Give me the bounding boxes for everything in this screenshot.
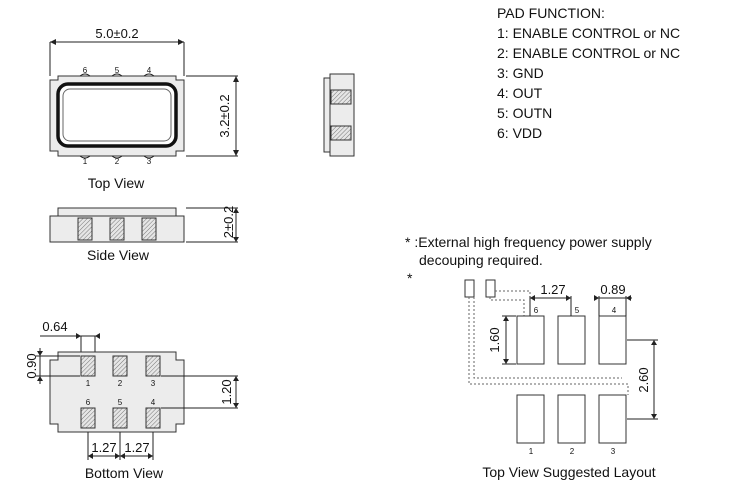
bottom-pad-spacing-dim: 1.20 [219, 379, 234, 404]
decoupling-note: * :External high frequency power supply … [405, 234, 652, 286]
bottom-pad-width-dim: 0.64 [42, 319, 67, 334]
layout-pin-5: 5 [575, 306, 580, 315]
pad-function-3: 3: GND [497, 65, 544, 81]
bottom-pin-3: 3 [151, 379, 156, 388]
suggested-layout-label: Top View Suggested Layout [482, 464, 655, 480]
pad-function-title: PAD FUNCTION: [497, 5, 605, 21]
bottom-pin-1: 1 [86, 379, 91, 388]
bottom-view: 0.64 1 2 3 6 5 4 0.90 1.20 1.27 1.27 [24, 319, 239, 481]
bottom-pin-5: 5 [118, 398, 123, 407]
pad-function-6: 6: VDD [497, 125, 542, 141]
layout-pin-1: 1 [529, 447, 534, 456]
pad-function-4: 4: OUT [497, 85, 543, 101]
layout-pad-width-dim: 0.89 [600, 282, 625, 297]
top-pin-2: 2 [115, 157, 120, 166]
note-line-2: decouping required. [419, 252, 543, 268]
top-width-dim: 5.0±0.2 [95, 26, 138, 41]
top-pin-5: 5 [115, 66, 120, 75]
end-view [323, 73, 355, 157]
top-view: 5.0±0.2 6 5 4 1 2 3 3.2±0.2 Top View [49, 26, 239, 191]
layout-pin-2: 2 [570, 447, 575, 456]
bottom-view-label: Bottom View [85, 465, 164, 481]
pad-function-1: 1: ENABLE CONTROL or NC [497, 25, 680, 41]
layout-pin-6: 6 [534, 306, 539, 315]
top-pin-3: 3 [147, 157, 152, 166]
side-view: 2±0.2 Side View [49, 206, 239, 263]
side-view-label: Side View [87, 247, 150, 263]
top-height-dim: 3.2±0.2 [217, 94, 232, 137]
layout-pin-3: 3 [611, 447, 616, 456]
bottom-pin-2: 2 [118, 379, 123, 388]
layout-pin-4: 4 [612, 306, 617, 315]
suggested-layout: 6 5 4 1 2 3 1.27 0.89 1.60 2.60 Top View… [464, 279, 658, 480]
note-line-1: * :External high frequency power supply [405, 234, 652, 250]
layout-pad-height-dim: 1.60 [487, 327, 502, 352]
bottom-pitch-left-dim: 1.27 [91, 440, 116, 455]
top-pin-6: 6 [83, 66, 88, 75]
bottom-pin-6: 6 [86, 398, 91, 407]
layout-pitch-dim: 1.27 [540, 282, 565, 297]
bottom-pin-4: 4 [151, 398, 156, 407]
note-marker: * [407, 270, 413, 286]
top-pin-4: 4 [147, 66, 152, 75]
pad-function-5: 5: OUTN [497, 105, 552, 121]
pad-function-list: PAD FUNCTION: 1: ENABLE CONTROL or NC 2:… [497, 5, 680, 141]
layout-row-spacing-dim: 2.60 [636, 367, 651, 392]
top-pin-1: 1 [83, 157, 88, 166]
side-height-dim: 2±0.2 [221, 206, 236, 238]
bottom-pad-height-dim: 0.90 [24, 353, 39, 378]
pad-function-2: 2: ENABLE CONTROL or NC [497, 45, 680, 61]
bottom-pitch-right-dim: 1.27 [124, 440, 149, 455]
top-view-lid [56, 82, 178, 148]
top-view-label: Top View [88, 175, 145, 191]
